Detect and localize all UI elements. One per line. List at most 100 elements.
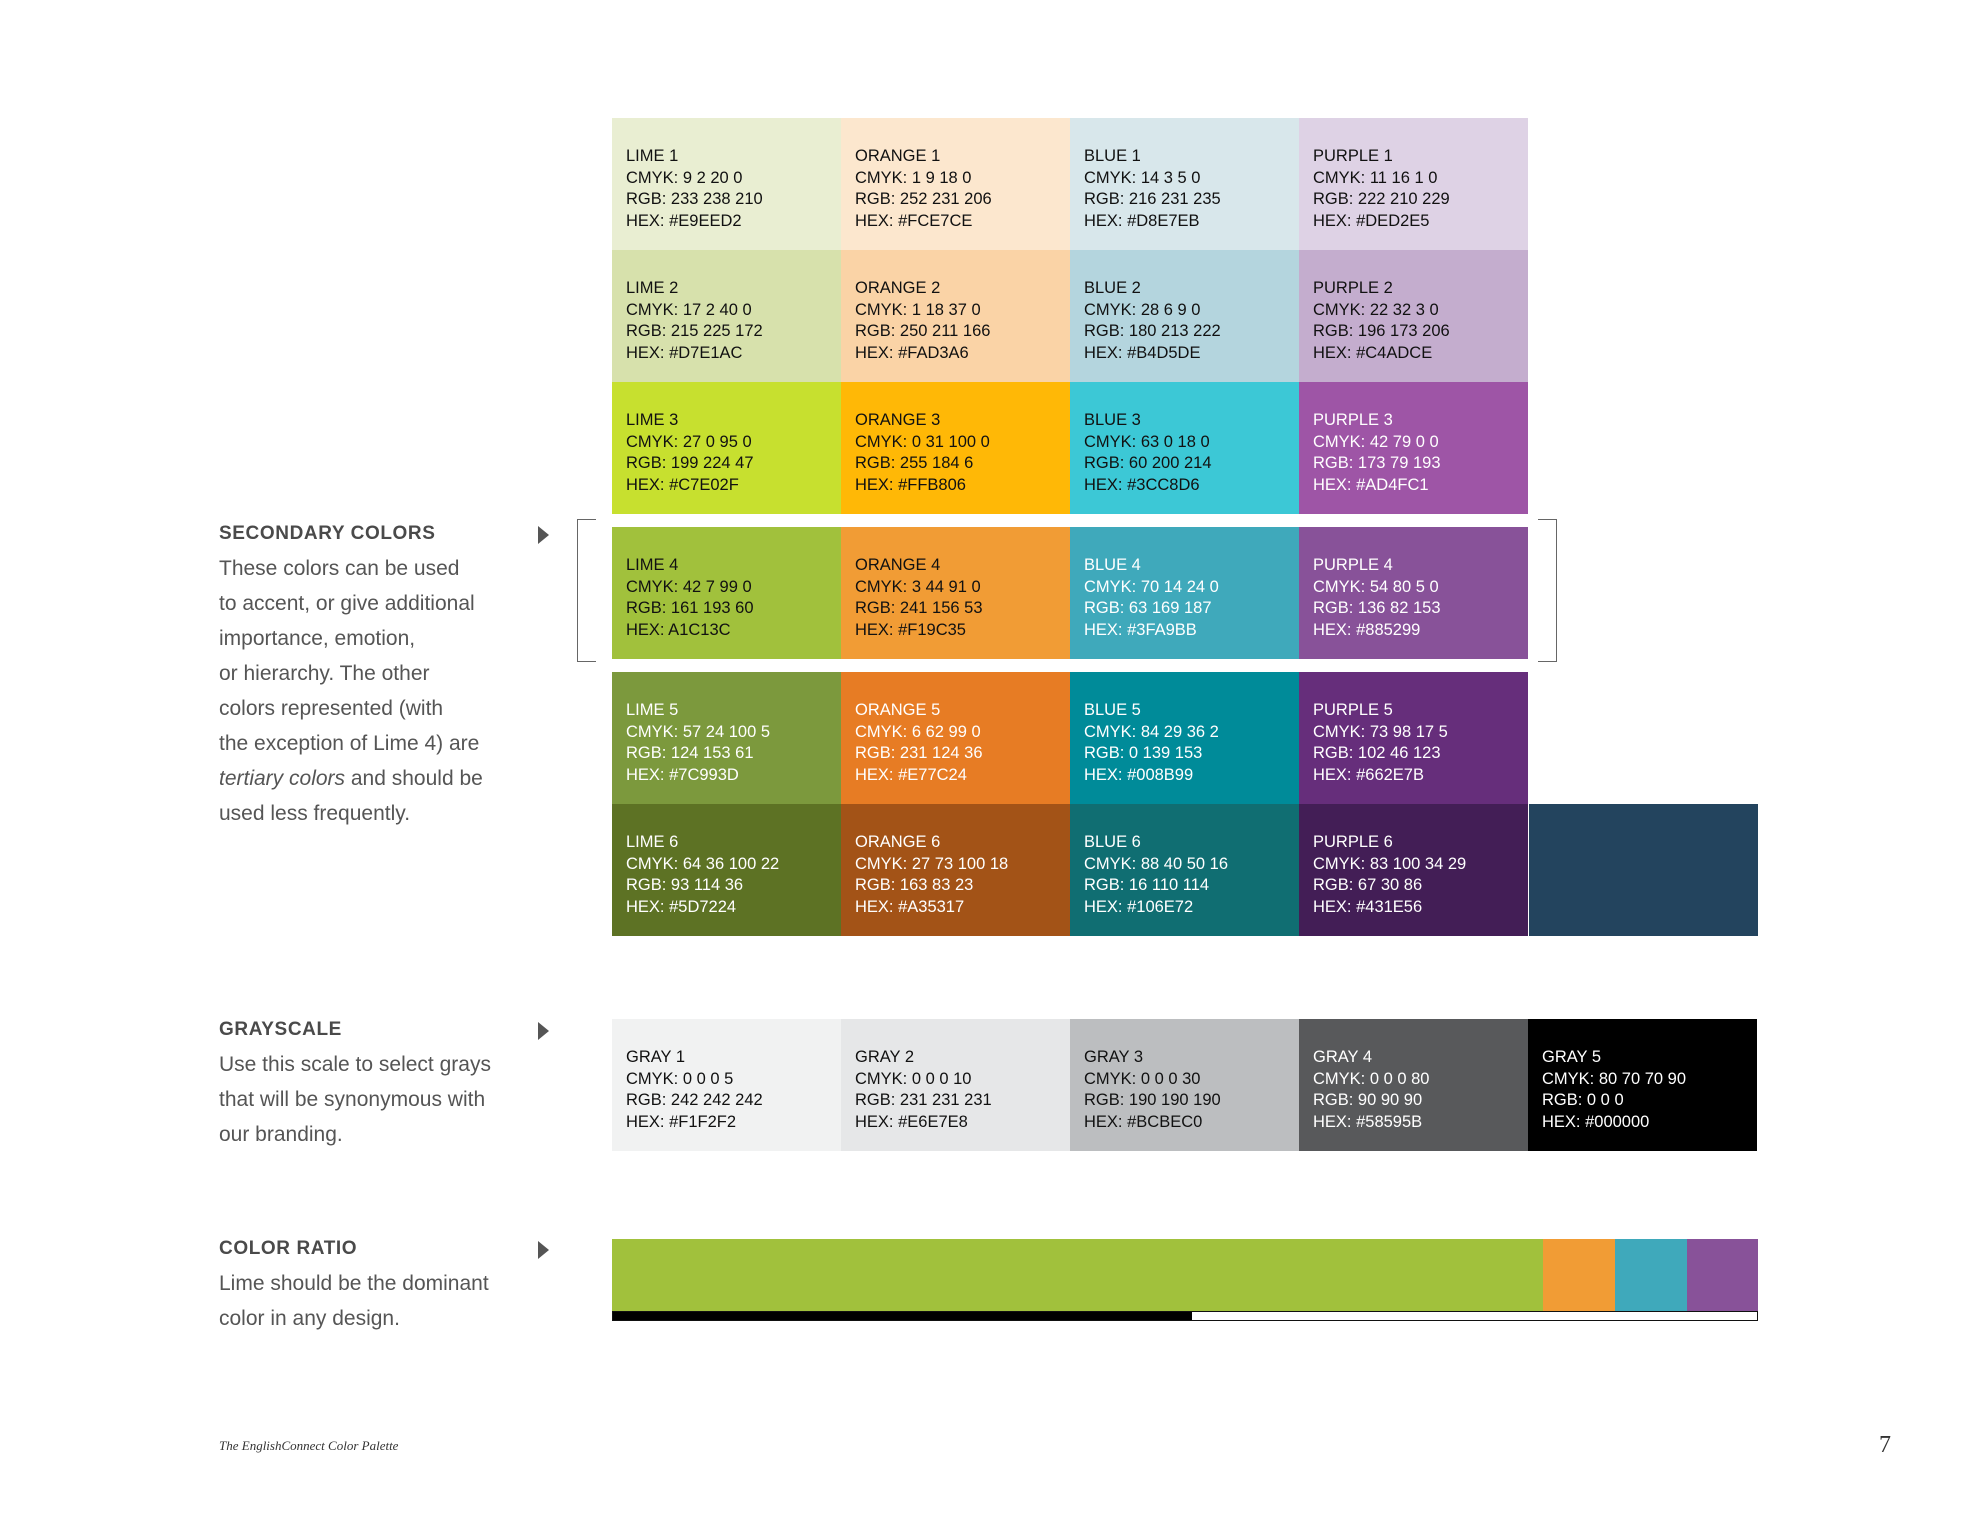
highlight-bracket-right [1538,519,1557,662]
swatch-name: BLUE 2 [1084,279,1141,297]
swatch-cmyk: CMYK: 0 0 0 10 [855,1069,972,1088]
swatch-cmyk: CMYK: 3 44 91 0 [855,577,981,596]
swatch-hex: HEX: #E6E7E8 [855,1112,968,1131]
page-number: 7 [1879,1432,1891,1458]
swatch-hex: HEX: #B4D5DE [1084,343,1201,362]
swatch-rgb: RGB: 0 139 153 [1084,744,1203,762]
swatch-rgb: RGB: 216 231 235 [1084,190,1221,208]
swatch-hex: HEX: #A35317 [855,897,965,916]
swatch-name: LIME 4 [626,556,679,574]
grayscale-line: our branding. [219,1123,343,1146]
secondary-line: or hierarchy. The other [219,662,430,685]
secondary-line: importance, emotion, [219,627,416,650]
swatch-hex: HEX: #FAD3A6 [855,343,969,362]
swatch-name: BLUE 1 [1084,147,1141,165]
swatch-hex: HEX: #AD4FC1 [1313,475,1429,494]
swatch-cmyk: CMYK: 84 29 36 2 [1084,722,1219,741]
swatch-rgb: RGB: 190 190 190 [1084,1091,1221,1109]
swatch-name: ORANGE 4 [855,556,941,574]
color-ratio-underline [612,1311,1758,1321]
swatch-name: PURPLE 6 [1313,833,1393,851]
swatch-hex: HEX: #008B99 [1084,765,1194,784]
swatch-name: LIME 2 [626,279,679,297]
swatch-name: LIME 6 [626,833,679,851]
swatch-hex: HEX: #3FA9BB [1084,620,1197,639]
swatch-rgb: RGB: 163 83 23 [855,876,974,894]
swatch-name: GRAY 4 [1313,1048,1372,1066]
swatch-rgb: RGB: 215 225 172 [626,322,763,340]
swatch-cmyk: CMYK: 0 0 0 80 [1313,1069,1430,1088]
swatch-name: PURPLE 3 [1313,411,1393,429]
swatch-cmyk: CMYK: 28 6 9 0 [1084,300,1201,319]
secondary-arrow-icon [538,526,549,544]
secondary-line: the exception of Lime 4) are [219,732,480,755]
swatch-rgb: RGB: 136 82 153 [1313,599,1441,617]
swatch-rgb: RGB: 199 224 47 [626,454,754,472]
swatch-cmyk: CMYK: 0 31 100 0 [855,432,990,451]
ratio-segment [612,1239,1543,1311]
swatch-rgb: RGB: 196 173 206 [1313,322,1450,340]
secondary-colors-description: These colors can be used to accent, or g… [219,551,519,831]
swatch-rgb: RGB: 16 110 114 [1084,876,1210,894]
swatch-name: GRAY 2 [855,1048,914,1066]
swatch-cmyk: CMYK: 63 0 18 0 [1084,432,1210,451]
secondary-line: to accent, or give additional [219,592,475,615]
swatch-hex: HEX: #7C993D [626,765,739,784]
highlight-bracket-left [577,519,596,662]
swatch-rgb: RGB: 222 210 229 [1313,190,1450,208]
swatch-cmyk: CMYK: 0 0 0 30 [1084,1069,1201,1088]
swatch-hex: HEX: #106E72 [1084,897,1194,916]
swatch-hex: HEX: #58595B [1313,1112,1423,1131]
swatch-cmyk: CMYK: 42 79 0 0 [1313,432,1439,451]
swatch-name: LIME 1 [626,147,679,165]
swatch-hex: HEX: #E9EED2 [626,211,742,230]
swatch-hex: HEX: #FCE7CE [855,211,973,230]
swatch-name: LIME 5 [626,701,679,719]
swatch-rgb: RGB: 250 211 166 [855,322,991,340]
color-ratio-arrow-icon [538,1241,549,1259]
swatch-rgb: RGB: 231 124 36 [855,744,983,762]
swatch-cmyk: CMYK: 42 7 99 0 [626,577,752,596]
secondary-line: used less frequently. [219,802,411,825]
swatch-hex: HEX: #D8E7EB [1084,211,1200,230]
ratio-segment [1615,1239,1687,1311]
swatch-hex: HEX: #885299 [1313,620,1421,639]
swatch-name: GRAY 5 [1542,1048,1601,1066]
swatch-name: PURPLE 4 [1313,556,1393,574]
swatch-name: LIME 3 [626,411,679,429]
swatch-cmyk: CMYK: 9 2 20 0 [626,168,743,187]
swatch-hex: HEX: A1C13C [626,620,731,639]
footer-title: The EnglishConnect Color Palette [219,1438,399,1453]
ratio-segment [1687,1239,1758,1311]
swatch-name: GRAY 1 [626,1048,685,1066]
swatch-rgb: RGB: 67 30 86 [1313,876,1423,894]
ratio-line: Lime should be the dominant [219,1272,489,1295]
grayscale-line: that will be synonymous with [219,1088,486,1111]
swatch-cmyk: CMYK: 17 2 40 0 [626,300,752,319]
swatch-hex: HEX: #F1F2F2 [626,1112,737,1131]
swatch-name: BLUE 4 [1084,556,1141,574]
swatch-hex: HEX: #662E7B [1313,765,1424,784]
swatch-name: ORANGE 1 [855,147,941,165]
swatch-name: PURPLE 5 [1313,701,1393,719]
swatch-name: PURPLE 2 [1313,279,1393,297]
swatch-name: GRAY 3 [1084,1048,1143,1066]
